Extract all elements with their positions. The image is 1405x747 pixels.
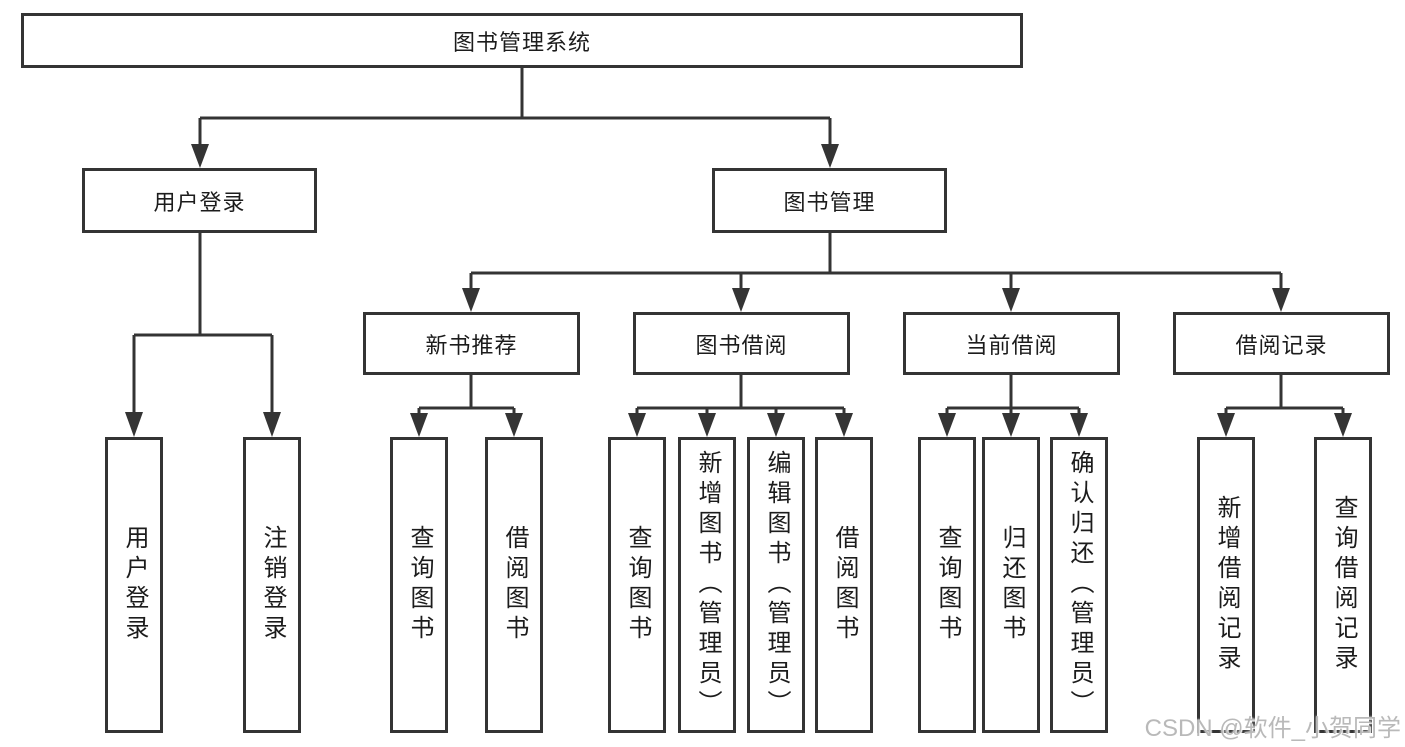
node-root-system: 图书管理系统 [21,13,1023,68]
leaf-label: 确认归还（管理员） [1066,450,1093,720]
node-label: 图书借阅 [695,332,788,358]
node-label: 借阅记录 [1235,332,1328,358]
node-new-book-recommend: 新书推荐 [363,312,580,375]
node-label: 图书管理 [783,189,876,215]
leaf-label: 查询图书 [624,525,651,645]
node-user-login: 用户登录 [82,168,317,233]
node-current-borrowing: 当前借阅 [903,312,1120,375]
leaf-label: 新增图书（管理员） [694,450,721,720]
leaf-label: 借阅图书 [501,525,528,645]
leaf-label: 查询图书 [406,525,433,645]
leaf-borrow-books-recommend: 借阅图书 [485,437,543,733]
leaf-label: 查询图书 [934,525,961,645]
leaf-query-books-current: 查询图书 [918,437,976,733]
leaf-query-borrow-record: 查询借阅记录 [1314,437,1372,733]
leaf-query-books-recommend: 查询图书 [390,437,448,733]
leaf-label: 编辑图书（管理员） [763,450,790,720]
node-book-management: 图书管理 [712,168,947,233]
leaf-label: 注销登录 [259,525,286,645]
node-label: 当前借阅 [965,332,1058,358]
csdn-watermark: CSDN @软件_小贺同学 [1144,715,1401,742]
node-borrowing-records: 借阅记录 [1173,312,1390,375]
node-label: 图书管理系统 [452,29,591,55]
leaf-label: 归还图书 [998,525,1025,645]
node-label: 新书推荐 [425,332,518,358]
leaf-add-borrow-record: 新增借阅记录 [1197,437,1255,733]
leaf-logout: 注销登录 [243,437,301,733]
leaf-label: 用户登录 [121,525,148,645]
leaf-borrow-books: 借阅图书 [815,437,873,733]
leaf-user-login: 用户登录 [105,437,163,733]
leaf-label: 新增借阅记录 [1213,495,1240,675]
leaf-confirm-return-admin: 确认归还（管理员） [1050,437,1108,733]
leaf-add-books-admin: 新增图书（管理员） [678,437,736,733]
leaf-query-books-borrowing: 查询图书 [608,437,666,733]
leaf-edit-books-admin: 编辑图书（管理员） [747,437,805,733]
leaf-return-books: 归还图书 [982,437,1040,733]
leaf-label: 借阅图书 [831,525,858,645]
node-book-borrowing: 图书借阅 [633,312,850,375]
leaf-label: 查询借阅记录 [1330,495,1357,675]
node-label: 用户登录 [153,189,246,215]
